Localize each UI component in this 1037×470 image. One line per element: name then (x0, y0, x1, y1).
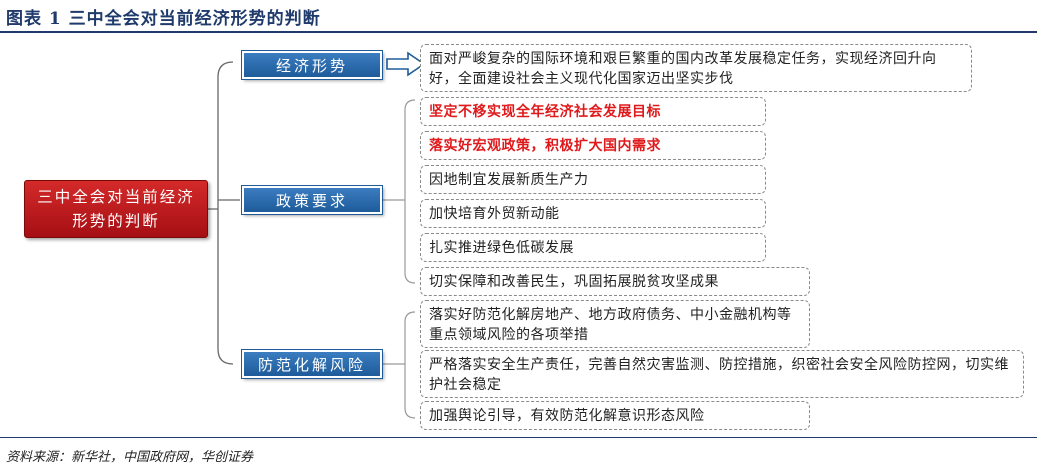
risk-item: 加强舆论引导，有效防范化解意识形态风险 (420, 401, 810, 430)
category-risk: 防范化解风险 (241, 349, 383, 379)
policy-item: 加快培育外贸新动能 (420, 199, 766, 228)
policy-item: 坚定不移实现全年经济社会发展目标 (420, 97, 766, 126)
risk-item: 落实好防范化解房地产、地方政府债务、中小金融机构等重点领域风险的各项举措 (420, 300, 810, 348)
economy-arrow (386, 51, 426, 77)
policy-item: 扎实推进绿色低碳发展 (420, 233, 766, 262)
category-economy: 经济形势 (241, 50, 383, 80)
bottom-rule (0, 437, 1037, 438)
policy-item: 因地制宜发展新质生产力 (420, 165, 766, 194)
risk-brace (382, 311, 416, 419)
source-note: 资料来源：新华社，中国政府网，华创证券 (6, 450, 254, 465)
figure-title: 图表 1 三中全会对当前经济形势的判断 (6, 9, 321, 29)
policy-item: 切实保障和改善民生，巩固拓展脱贫攻坚成果 (420, 267, 810, 296)
main-brace (208, 61, 240, 365)
policy-item: 落实好宏观政策，积极扩大国内需求 (420, 131, 766, 160)
policy-brace (382, 99, 416, 284)
top-rule (0, 31, 1037, 33)
risk-item: 严格落实安全生产责任，完善自然灾害监测、防控措施，织密社会安全风险防控网，切实维… (420, 350, 1024, 398)
main-topic-box: 三中全会对当前经济形势的判断 (24, 180, 208, 238)
economy-item: 面对严峻复杂的国际环境和艰巨繁重的国内改革发展稳定任务，实现经济回升向好，全面建… (420, 44, 972, 92)
category-policy: 政策要求 (241, 185, 383, 215)
